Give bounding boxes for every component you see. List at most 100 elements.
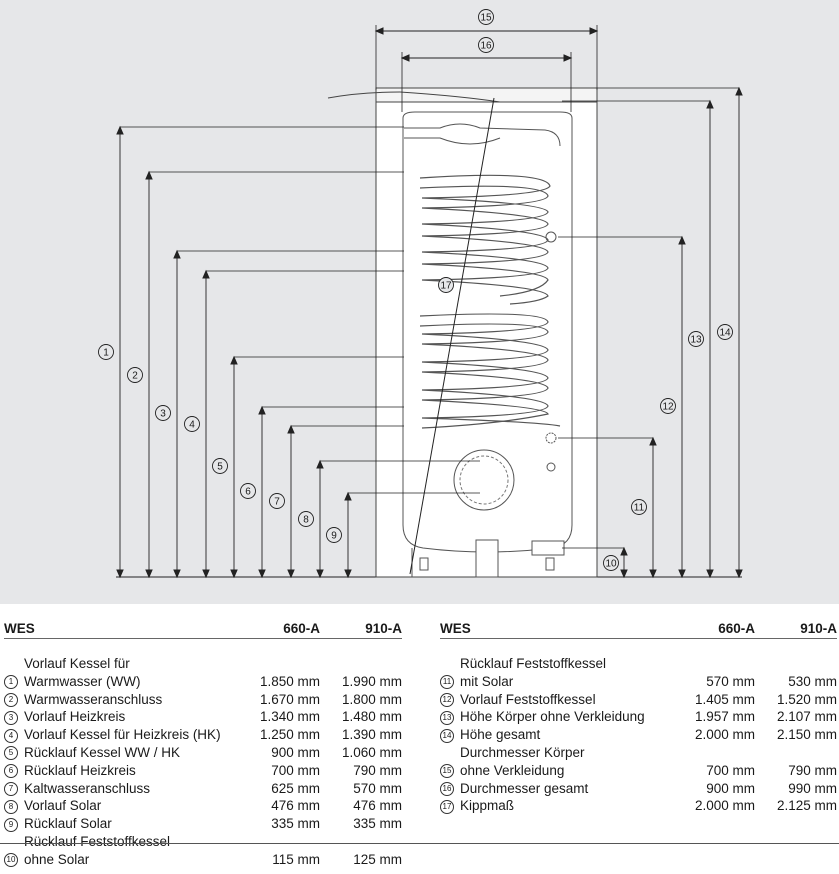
item-name-line: Vorlauf Feststoffkessel [460,691,596,707]
value-910a: 530 mm [788,673,837,689]
item-name: Kaltwasseranschluss [24,780,240,798]
item-name-line: ohne Verkleidung [460,762,565,778]
value-660a: 2.000 mm [694,798,755,814]
value-660a: 700 mm [706,762,755,778]
value-910a: 335 mm [353,816,402,832]
header-910a: 910-A [365,621,402,636]
value-910a: 2.150 mm [776,727,837,743]
callout-9: 9 [326,527,342,543]
value-660a: 900 mm [706,780,755,796]
callout-1: 1 [98,344,114,360]
value-660a: 335 mm [271,816,320,832]
item-number-badge: 4 [4,728,18,743]
callout-number: 16 [480,41,492,52]
value-660a: 1.340 mm [259,709,320,725]
item-name-line: Rücklauf Heizkreis [24,762,136,778]
dimension-line-7 [287,424,404,579]
callout-number: 14 [719,328,731,339]
item-name-line: ohne Solar [24,851,90,867]
callout-number: 15 [480,13,492,24]
callout-10: 10 [603,555,619,571]
callout-2: 2 [127,367,143,383]
callout-number: 10 [605,559,617,570]
dimension-line-6 [258,405,404,579]
callout-12: 12 [660,398,676,414]
callout-3: 3 [155,405,171,421]
value-910a: 790 mm [353,762,402,778]
item-number-badge: 6 [4,764,18,779]
item-name: Rücklauf Feststoffkessel ohne Solar [24,833,240,869]
item-name: Rücklauf Kessel WW / HK [24,744,240,762]
dimension-line-9 [344,491,480,579]
value-660a: 1.405 mm [694,691,755,707]
table-row: 9 Rücklauf Solar 335 mm 335 mm [4,815,402,833]
item-name-line: Vorlauf Kessel für [24,656,130,671]
value-910a: 1.390 mm [341,727,402,743]
dimension-line-3 [173,249,404,579]
item-number-badge: 5 [4,746,18,761]
value-910a: 1.520 mm [776,691,837,707]
item-name-line: Rücklauf Feststoffkessel [24,833,171,849]
item-name-line: Höhe Körper ohne Verkleidung [460,709,645,725]
header-660a: 660-A [718,621,755,636]
value-660a: 1.957 mm [694,709,755,725]
item-number-badge: 11 [440,675,454,690]
item-number-badge: 2 [4,693,18,708]
callout-number: 11 [634,503,645,514]
table-row: 13 Höhe Körper ohne Verkleidung 1.957 mm 2.… [440,708,837,726]
value-660a: 625 mm [271,780,320,796]
item-name: Kippmaß [460,797,655,815]
item-name-line: Vorlauf Solar [24,798,102,814]
header-660a: 660-A [283,621,320,636]
callout-number: 9 [331,531,337,542]
callout-4: 4 [184,416,200,432]
value-660a: 570 mm [706,673,755,689]
callout-11: 11 [631,499,647,515]
value-910a: 990 mm [788,780,837,796]
item-number-badge: 13 [440,710,454,725]
item-name: Höhe gesamt [460,726,655,744]
item-number-badge: 14 [440,728,454,743]
item-name-line: Höhe gesamt [460,727,541,743]
item-name-line: Rücklauf Kessel WW / HK [24,744,181,760]
callout-number: 5 [217,462,223,473]
value-660a: 700 mm [271,762,320,778]
item-number-badge: 8 [4,799,18,814]
callout-number: 6 [245,487,251,498]
bottom-divider [0,843,839,844]
item-name-line: Rücklauf Solar [24,816,112,832]
callout-number: 8 [303,515,309,526]
value-910a: 2.107 mm [776,709,837,725]
value-910a: 570 mm [353,780,402,796]
header-910a: 910-A [800,621,837,636]
table-row: 6 Rücklauf Heizkreis 700 mm 790 mm [4,762,402,780]
dimension-line-11 [558,436,657,579]
item-number-badge: 9 [4,817,18,832]
item-name: Höhe Körper ohne Verkleidung [460,708,655,726]
dimension-line-5 [230,355,404,579]
item-name: Vorlauf Feststoffkessel [460,691,655,709]
item-name-line: Durchmesser gesamt [460,780,589,796]
callout-13: 13 [688,331,704,347]
callout-number: 4 [189,420,195,431]
item-name-line: Vorlauf Heizkreis [24,709,126,725]
callout-5: 5 [212,458,228,474]
callout-number: 17 [440,281,452,292]
value-660a: 1.850 mm [259,673,320,689]
item-name: Rücklauf Solar [24,815,240,833]
